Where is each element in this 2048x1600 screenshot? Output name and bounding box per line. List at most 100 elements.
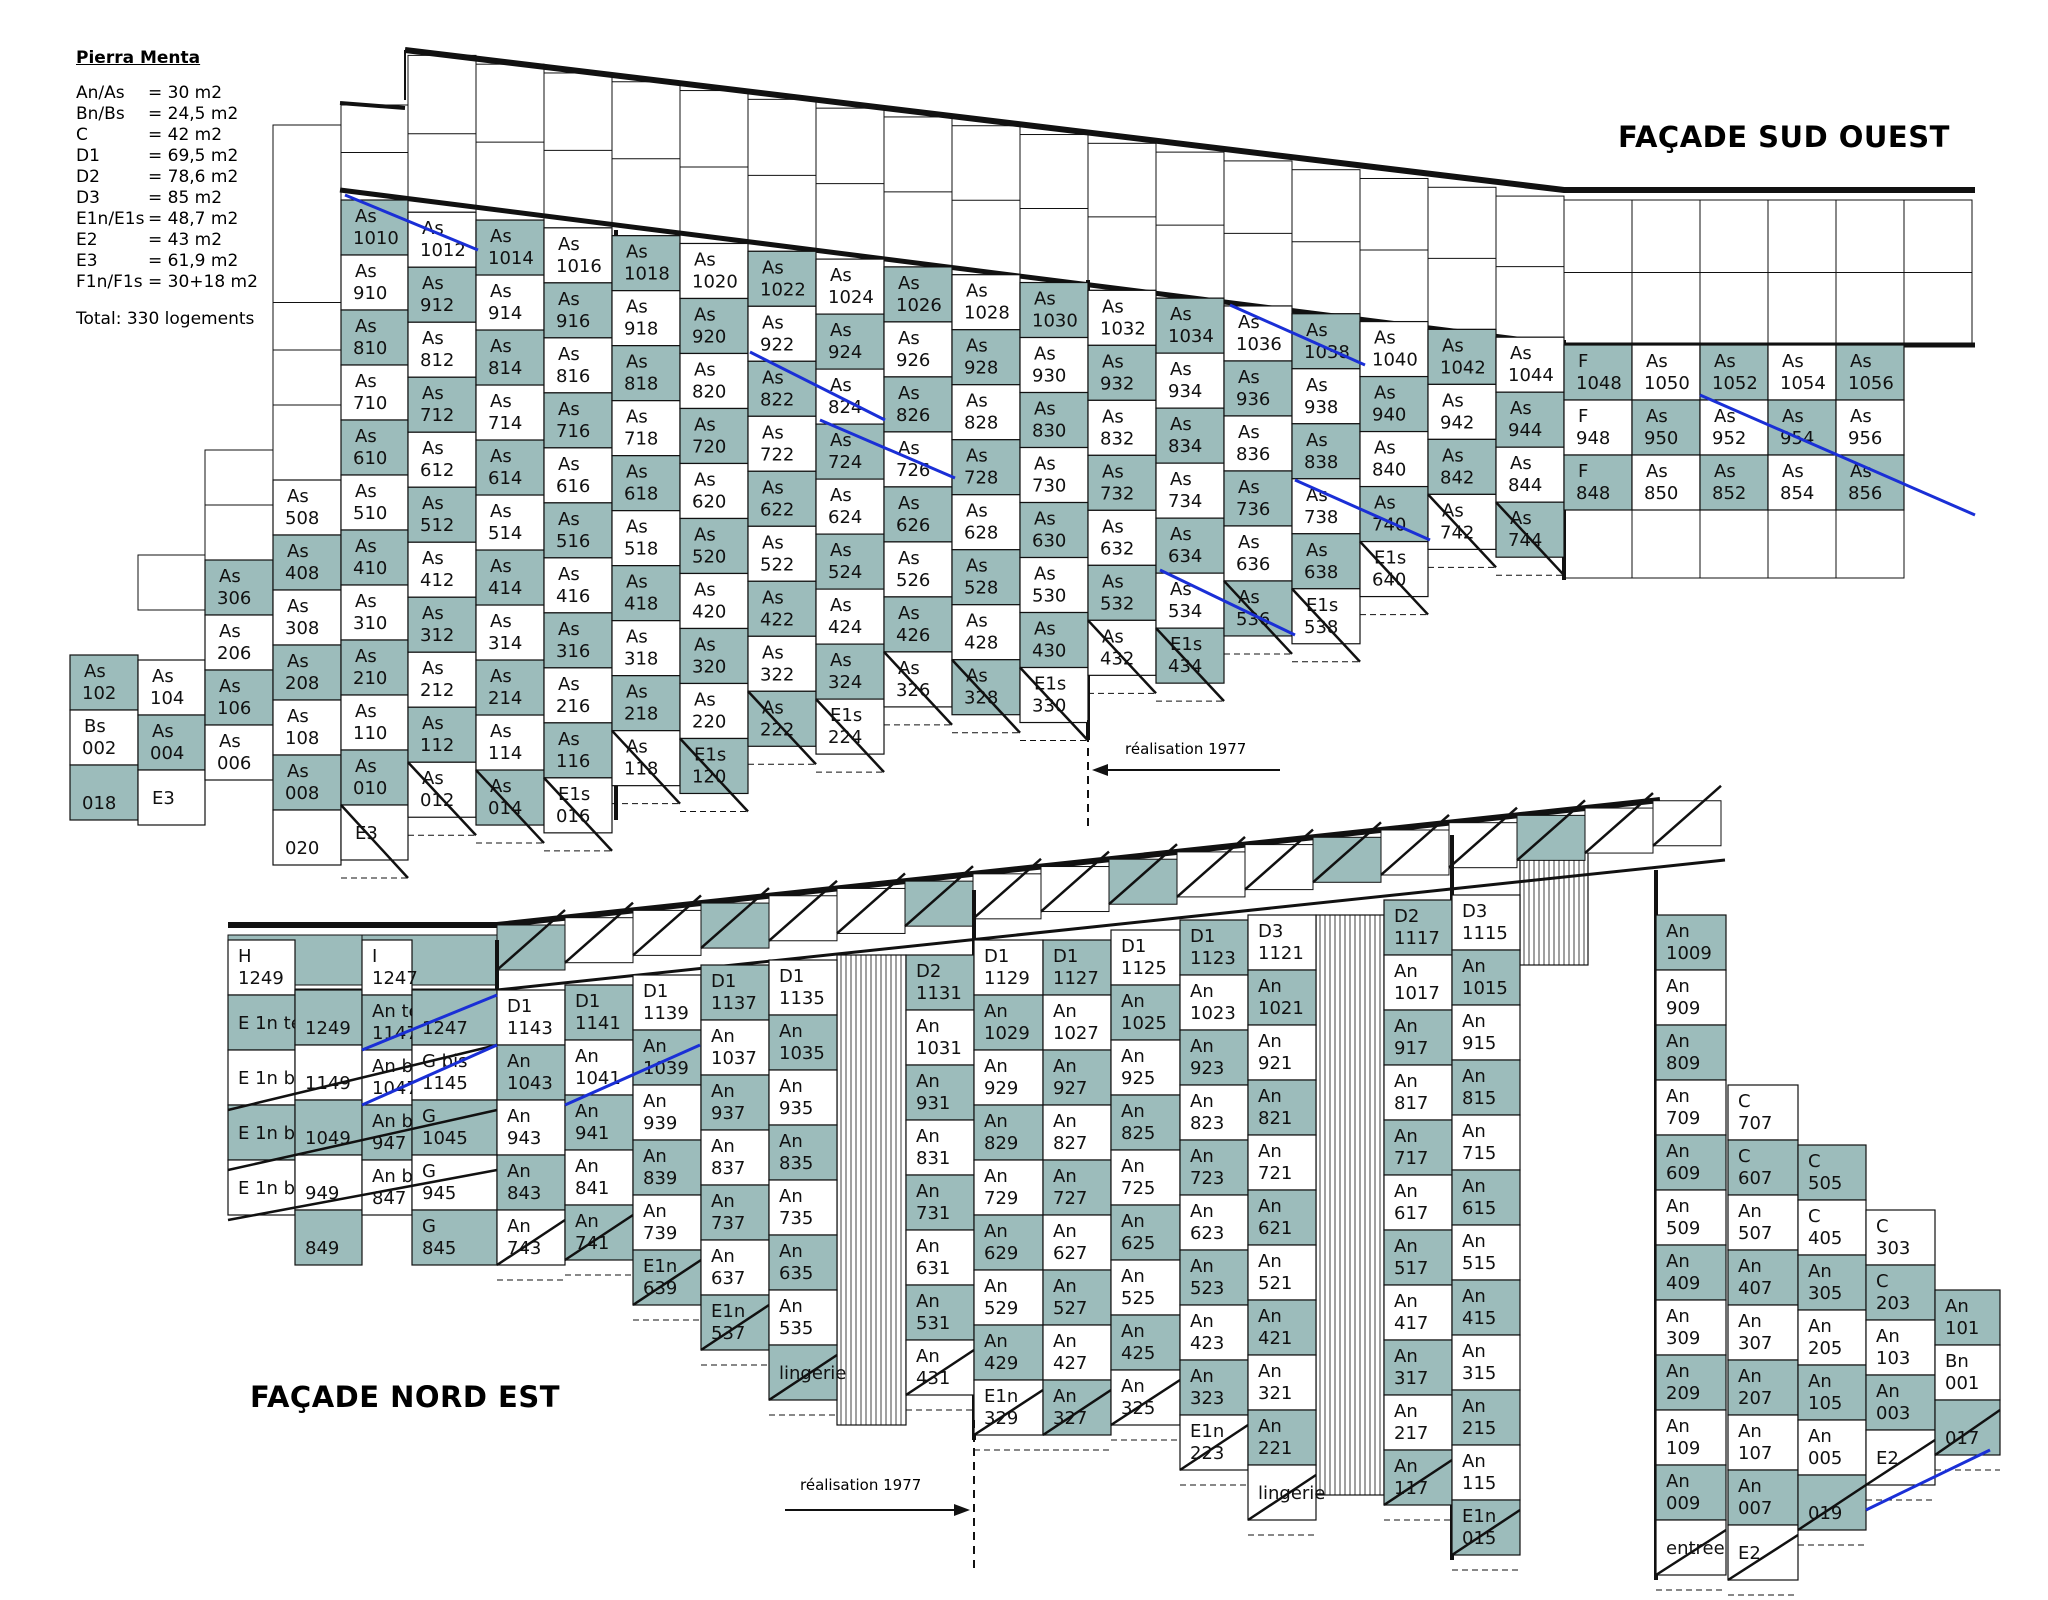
roof-band-box [1652, 800, 1722, 847]
unit-type-label: As [558, 619, 580, 640]
unit-number-label: 423 [1190, 1333, 1224, 1354]
unit-cell [1291, 588, 1361, 645]
unit-number-label: 1030 [1032, 311, 1078, 332]
unit-type-label: As [558, 674, 580, 695]
unit-type-label: E1n [643, 1256, 677, 1277]
unit-number-label: 528 [964, 578, 998, 599]
unit-type-label: As [898, 328, 920, 349]
unit-type-label: An [1394, 1401, 1418, 1422]
stair-diagonal [1655, 1528, 1727, 1577]
unit-type-label: As [422, 603, 444, 624]
unit-cell [272, 754, 342, 811]
unit-type-label: As [830, 320, 852, 341]
unit-number-label: 932 [1100, 373, 1134, 394]
unit-cell [1155, 627, 1225, 684]
unit-type-label: As [1170, 414, 1192, 435]
unit-number-label: 818 [624, 374, 658, 395]
unit-type-label: D1 [1053, 946, 1078, 967]
unit-type-label: An [1121, 1211, 1145, 1232]
unit-cell [543, 777, 613, 834]
unit-cell [1934, 1289, 2001, 1346]
unit-cell [1767, 399, 1837, 456]
stair-diagonal [407, 761, 477, 837]
unit-number-label: 629 [984, 1243, 1018, 1264]
unit-number-label: 731 [916, 1203, 950, 1224]
unit-type-label: As [287, 486, 309, 507]
unit-cell [294, 1209, 363, 1266]
unit-number-label: 926 [896, 350, 930, 371]
unit-number-label: 638 [1304, 562, 1338, 583]
unit-type-label: As [762, 422, 784, 443]
unit-number-label: 1040 [1372, 350, 1418, 371]
unit-number-label: 407 [1738, 1278, 1772, 1299]
unit-number-label: 408 [285, 563, 319, 584]
stair-diagonal [883, 651, 953, 726]
unit-number-label: 529 [984, 1298, 1018, 1319]
unit-type-label: An [643, 1201, 667, 1222]
unit-number-label: 1037 [711, 1048, 757, 1069]
stair-diagonal [340, 804, 409, 879]
unit-number-label: 1035 [779, 1043, 825, 1064]
unit-type-label: As [1102, 296, 1124, 317]
unit-number-label: 937 [711, 1103, 745, 1124]
unit-cell [1451, 1224, 1521, 1281]
unit-number-label: 821 [1258, 1108, 1292, 1129]
unit-type-label: An [1121, 1046, 1145, 1067]
unit-number-label: 410 [353, 558, 387, 579]
unit-type-label: An [916, 1291, 940, 1312]
unit-cell [1563, 344, 1633, 401]
unit-type-label: C [1808, 1151, 1821, 1172]
unit-type-label: As [694, 414, 716, 435]
roof-diagonal [1040, 850, 1110, 913]
unit-number-label: 112 [420, 735, 454, 756]
arrow-head [1092, 764, 1108, 776]
unit-cell [768, 1179, 838, 1236]
stair-diagonal [905, 1348, 975, 1397]
unit-type-label: As [1102, 406, 1124, 427]
unit-cell [1359, 430, 1429, 488]
unit-type-label: An [507, 1161, 531, 1182]
unit-number-label: 109 [1666, 1438, 1700, 1459]
roof-diagonal [904, 865, 974, 928]
unit-number-label: 532 [1100, 593, 1134, 614]
unit-type-label: As [1850, 351, 1872, 372]
unit-type-label: As [762, 532, 784, 553]
unit-number-label: 1031 [916, 1038, 962, 1059]
unit-type-label: As [898, 603, 920, 624]
unit-type-label: As [966, 281, 988, 302]
unit-number-label: 1143 [507, 1018, 553, 1039]
unit-number-label: 709 [1666, 1108, 1700, 1129]
unit-type-label: D1 [779, 966, 804, 987]
unit-number-label: 105 [1808, 1393, 1842, 1414]
legend-key: D3 [76, 188, 100, 208]
arrow-head [954, 1504, 970, 1516]
unit-cell [973, 939, 1044, 996]
unit-cell [700, 1129, 770, 1186]
unit-type-label: D1 [984, 946, 1009, 967]
unit-cell [1495, 501, 1565, 558]
unit-type-label: E1s [558, 784, 590, 805]
unit-cell [1655, 1189, 1727, 1246]
roof-band-box [1312, 836, 1382, 883]
unit-type-label: As [355, 701, 377, 722]
unit-type-label: As [762, 587, 784, 608]
unit-number-label: 1141 [575, 1013, 621, 1034]
unit-type-label: D1 [643, 981, 668, 1002]
blue-overlay-line [1229, 303, 1366, 367]
unit-cell [1155, 517, 1225, 574]
unit-type-label: As [287, 761, 309, 782]
roof-band-box [1108, 858, 1178, 905]
unit-cell [1179, 1304, 1249, 1361]
unit-number-label: 914 [488, 303, 522, 324]
unit-type-label: As [355, 261, 377, 282]
unit-type-label: An [1258, 1361, 1282, 1382]
roof-band-box [972, 873, 1042, 920]
roof-band-box [1584, 807, 1654, 854]
unit-type-label: As [1170, 304, 1192, 325]
step-box [272, 349, 342, 406]
unit-type-label: As [966, 611, 988, 632]
unit-number-label: 935 [779, 1098, 813, 1119]
stair-diagonal [1451, 1508, 1521, 1557]
unit-type-label: As [762, 477, 784, 498]
unit-cell [1451, 894, 1521, 951]
